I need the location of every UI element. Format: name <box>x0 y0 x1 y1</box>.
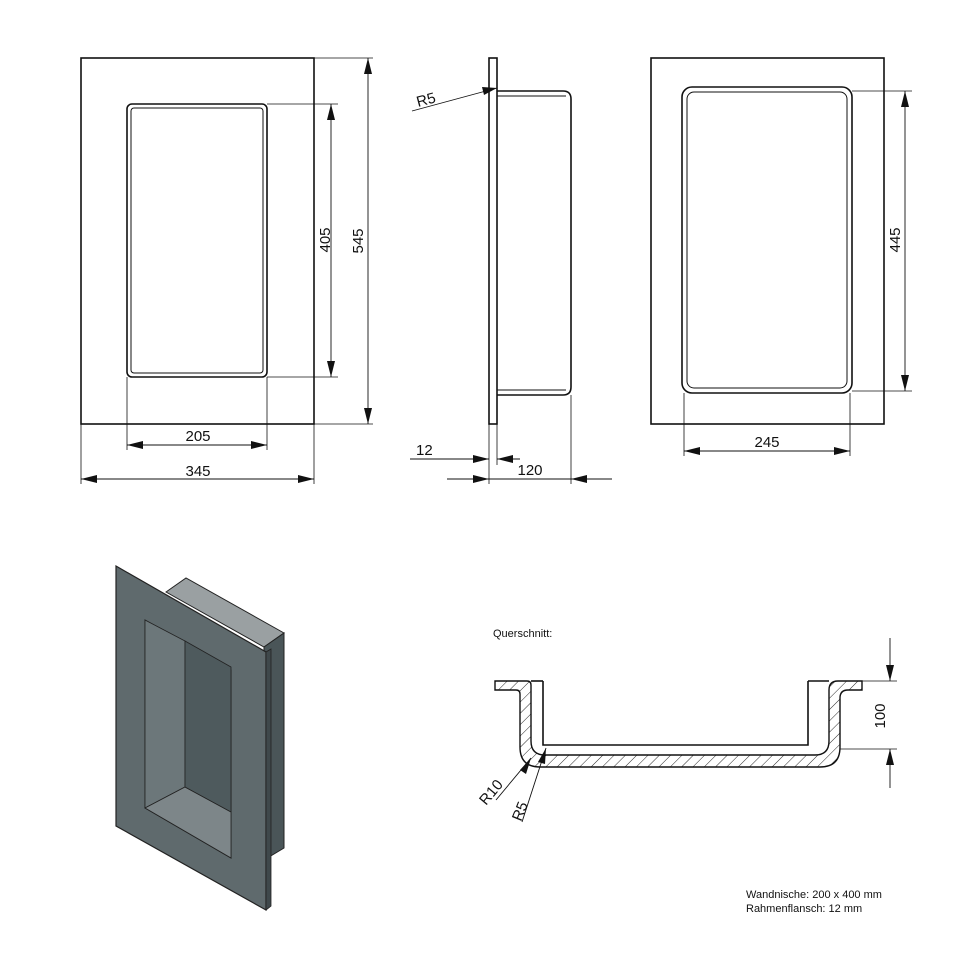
dim-section-depth: 100 <box>872 703 889 728</box>
back-box-outline <box>681 86 853 394</box>
back-box-inner <box>686 91 848 389</box>
dim-outer-height: 545 <box>350 228 367 253</box>
dim-section-radius-inner: R5 <box>509 799 532 823</box>
section-profile <box>494 680 863 768</box>
back-view: 445 245 <box>650 57 912 456</box>
dim-inner-width: 205 <box>185 428 210 445</box>
dim-outer-width: 345 <box>185 463 210 480</box>
dim-flange: 12 <box>416 442 433 459</box>
section-cavity <box>542 681 809 746</box>
dim-depth: 120 <box>517 462 542 479</box>
isometric-view <box>115 564 285 912</box>
notes: Wandnische: 200 x 400 mm Rahmenflansch: … <box>746 889 882 915</box>
side-flange <box>488 57 498 425</box>
back-outer-frame <box>650 57 885 425</box>
front-outer-frame <box>80 57 315 425</box>
note-niche-size: Wandnische: 200 x 400 mm <box>746 889 882 901</box>
side-box-body <box>497 90 572 396</box>
front-view: 405 545 205 345 <box>80 57 373 484</box>
dim-back-height: 445 <box>887 227 904 252</box>
note-flange: Rahmenflansch: 12 mm <box>746 903 862 915</box>
dim-back-width: 245 <box>754 434 779 451</box>
front-inner-edge <box>130 107 264 374</box>
side-view: R5 12 120 <box>410 57 612 484</box>
section-title: Querschnitt: <box>493 628 552 640</box>
cross-section: Querschnitt: 100 R10 R5 <box>476 628 897 823</box>
dim-section-radius-outer: R10 <box>476 777 507 809</box>
dim-side-radius: R5 <box>415 89 438 110</box>
front-inner-opening <box>126 103 268 378</box>
dim-inner-height: 405 <box>317 227 334 252</box>
